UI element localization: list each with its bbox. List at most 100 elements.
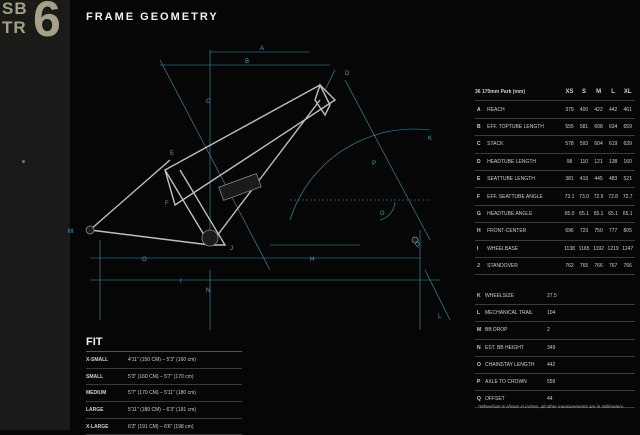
extra-row: N EST. BB HEIGHT 349 — [475, 339, 635, 357]
row-value: 805 — [620, 222, 635, 241]
row-value: 65.1 — [620, 205, 635, 224]
row-value: 1165 — [576, 240, 592, 258]
row-letter: E — [475, 170, 488, 189]
row-value: 578 — [562, 135, 577, 154]
logo-line-2: TR — [2, 18, 27, 37]
row-name: HEADTUBE LENGTH — [487, 153, 563, 171]
row-value: 1247 — [620, 240, 635, 258]
fit-size: X-SMALL — [86, 351, 128, 369]
fit-range: 4'11" (150 CM) – 5'3" (160 cm) — [128, 351, 242, 369]
row-value: 750 — [591, 222, 606, 241]
extra-row: M BB DROP 2 — [475, 321, 635, 340]
fit-row: X-LARGE 6'3" (191 CM) – 6'6" (198 cm) — [86, 418, 242, 435]
row-value: 639 — [620, 135, 635, 154]
row-value: 593 — [576, 135, 592, 154]
row-value: 73.1 — [562, 187, 577, 206]
label-b: B — [245, 59, 249, 65]
row-letter: I — [475, 240, 488, 258]
sidebar-dot — [22, 160, 25, 163]
row-letter: J — [475, 257, 488, 276]
row-value: 44 — [547, 390, 635, 409]
logo: SB TR 6 — [0, 0, 72, 44]
row-value: 65.0 — [562, 205, 577, 224]
row-name: EFF. SEATTUBE ANGLE — [487, 187, 563, 206]
row-name: STANDOVER — [487, 257, 563, 276]
row-letter: A — [475, 100, 488, 119]
fit-size: SMALL — [86, 368, 128, 386]
extra-row: L MECHANICAL TRAIL 104 — [475, 304, 635, 323]
row-name: FRONT-CENTER — [487, 222, 563, 241]
logo-line-1: SB — [2, 0, 28, 18]
row-letter: K — [475, 288, 485, 306]
fit-size: LARGE — [86, 401, 128, 419]
row-value: 559 — [547, 373, 635, 392]
row-name: MECHANICAL TRAIL — [485, 304, 547, 323]
row-value: 777 — [605, 222, 621, 241]
row-value: 766 — [591, 257, 606, 276]
row-value: 767 — [605, 257, 621, 276]
row-value: 27.5 — [547, 288, 635, 306]
extra-row: Q OFFSET 44 — [475, 390, 635, 409]
fit-title: FIT — [86, 336, 103, 348]
extra-row: K WHEELSIZE 27.5 — [475, 288, 635, 306]
label-f: F — [165, 201, 169, 207]
size-xl: XL — [620, 84, 635, 102]
row-value: 1192 — [591, 240, 606, 258]
geometry-header: 36 170mm Park (mm) — [475, 84, 563, 102]
row-name: AXLE TO CROWN — [485, 373, 547, 392]
fit-table: X-SMALL 4'11" (150 CM) – 5'3" (160 cm)SM… — [86, 351, 242, 435]
extra-row: O CHAINSTAY LENGTH 442 — [475, 356, 635, 374]
row-value: 65.1 — [605, 205, 621, 224]
label-g: G — [380, 211, 385, 217]
size-m: M — [591, 84, 606, 102]
row-name: HEADTUBE ANGLE — [487, 205, 563, 224]
row-value: 521 — [620, 170, 635, 189]
row-value: 72.8 — [605, 187, 621, 206]
fit-row: X-SMALL 4'11" (150 CM) – 5'3" (160 cm) — [86, 351, 242, 369]
row-value: 634 — [605, 118, 621, 137]
fit-row: SMALL 5'3" (160 CM) – 5'7" (170 cm) — [86, 368, 242, 386]
row-value: 619 — [605, 135, 621, 154]
row-letter: D — [475, 153, 488, 171]
row-name: OFFSET — [485, 390, 547, 409]
row-name: EFF. TOPTUBE LENGTH — [487, 118, 563, 137]
frame-geometry-diagram: A B C D E F G H I J K L M N O P Q — [68, 46, 451, 330]
row-letter: P — [475, 373, 485, 392]
label-a: A — [260, 46, 264, 52]
row-value: 381 — [562, 170, 577, 189]
row-value: 696 — [562, 222, 577, 241]
row-letter: N — [475, 339, 485, 357]
row-value: 445 — [591, 170, 606, 189]
label-l: L — [438, 314, 442, 320]
row-value: 121 — [591, 153, 606, 171]
row-value: 72.7 — [620, 187, 635, 206]
row-value: 765 — [576, 257, 592, 276]
size-l: L — [605, 84, 621, 102]
row-value: 723 — [576, 222, 592, 241]
row-name: WHEELSIZE — [485, 288, 547, 306]
row-value: 1138 — [562, 240, 577, 258]
page-title: FRAME GEOMETRY — [86, 11, 219, 23]
row-value: 461 — [620, 100, 635, 119]
left-sidebar — [0, 0, 70, 430]
footnote: *Wheelsize is shown in inches, all other… — [478, 404, 625, 409]
row-value: 659 — [620, 118, 635, 137]
label-q: Q — [415, 242, 420, 248]
row-value: 419 — [576, 170, 592, 189]
row-letter: B — [475, 118, 488, 137]
row-value: 555 — [562, 118, 577, 137]
row-value: 110 — [576, 153, 592, 171]
label-k: K — [428, 136, 432, 142]
row-name: STACK — [487, 135, 563, 154]
row-value: 349 — [547, 339, 635, 357]
row-value: 160 — [620, 153, 635, 171]
row-value: 766 — [620, 257, 635, 276]
row-value: 400 — [576, 100, 592, 119]
